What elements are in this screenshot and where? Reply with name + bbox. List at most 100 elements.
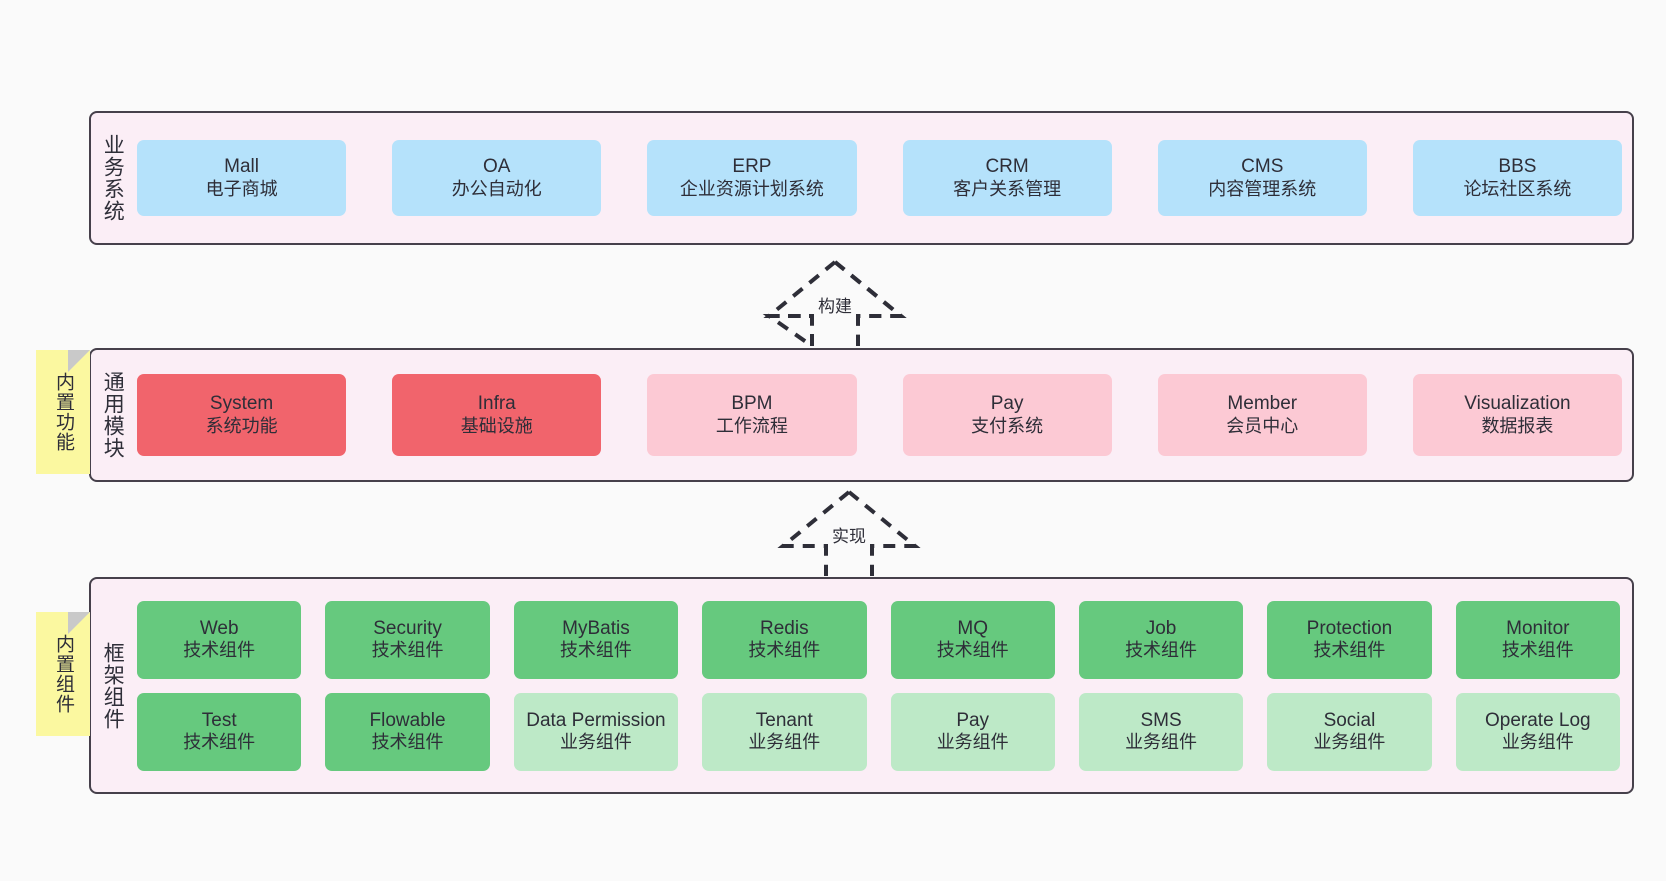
node-bpm-en: BPM — [731, 393, 773, 415]
node-data-permission-cn: 业务组件 — [559, 732, 632, 753]
layer-business-systems: 业务系统 Mall 电子商城 OA 办公自动化 ERP 企业资源计划系统 CRM… — [89, 111, 1634, 245]
node-security-en: Security — [373, 617, 442, 639]
node-bbs[interactable]: BBS 论坛社区系统 — [1412, 140, 1623, 216]
dashed-hollow-arrow-up-icon — [777, 490, 921, 576]
node-bpm[interactable]: BPM 工作流程 — [647, 374, 857, 456]
node-web-cn: 技术组件 — [183, 640, 256, 661]
node-member-en: Member — [1227, 393, 1298, 415]
node-social-en: Social — [1323, 709, 1376, 731]
node-protection-en: Protection — [1306, 617, 1393, 639]
node-web-en: Web — [199, 617, 239, 639]
node-system-en: System — [209, 393, 274, 415]
node-tenant[interactable]: Tenant 业务组件 — [702, 692, 867, 771]
node-security-cn: 技术组件 — [371, 640, 444, 661]
node-security[interactable]: Security 技术组件 — [325, 600, 490, 679]
node-data-permission[interactable]: Data Permission 业务组件 — [513, 692, 679, 771]
layer-common-modules: 通用模块 System 系统功能 Infra 基础设施 BPM 工作流程 Pay… — [89, 348, 1634, 482]
node-erp-en: ERP — [732, 156, 772, 178]
layer-title-common: 通用模块 — [101, 371, 125, 459]
layer-title-business: 业务系统 — [101, 134, 125, 222]
node-pay-component[interactable]: Pay 业务组件 — [890, 692, 1055, 771]
node-operate-log[interactable]: Operate Log 业务组件 — [1455, 692, 1620, 771]
node-tenant-cn: 业务组件 — [748, 732, 821, 753]
node-monitor-cn: 技术组件 — [1501, 640, 1574, 661]
node-crm-cn: 客户关系管理 — [953, 178, 1062, 199]
node-pay-component-cn: 业务组件 — [936, 732, 1009, 753]
node-mq[interactable]: MQ 技术组件 — [890, 600, 1055, 679]
node-mq-en: MQ — [957, 617, 988, 639]
node-monitor-en: Monitor — [1506, 617, 1570, 639]
node-bpm-cn: 工作流程 — [715, 415, 788, 436]
node-protection[interactable]: Protection 技术组件 — [1267, 600, 1432, 679]
node-mall-en: Mall — [224, 156, 259, 178]
node-member[interactable]: Member 会员中心 — [1157, 374, 1367, 456]
node-mall[interactable]: Mall 电子商城 — [137, 140, 347, 216]
node-redis[interactable]: Redis 技术组件 — [702, 600, 867, 679]
node-cms[interactable]: CMS 内容管理系统 — [1157, 140, 1367, 216]
node-sms-cn: 业务组件 — [1125, 732, 1198, 753]
node-social-cn: 业务组件 — [1313, 732, 1386, 753]
layer-title-framework: 框架组件 — [101, 641, 125, 730]
node-test[interactable]: Test 技术组件 — [137, 692, 302, 771]
node-job[interactable]: Job 技术组件 — [1078, 600, 1244, 679]
connector-build: 构建 — [750, 258, 920, 348]
node-visualization[interactable]: Visualization 数据报表 — [1412, 374, 1623, 456]
node-cms-cn: 内容管理系统 — [1208, 178, 1317, 199]
node-erp[interactable]: ERP 企业资源计划系统 — [647, 140, 857, 216]
sticky-note-builtin-features-label: 内置功能 — [53, 372, 75, 452]
node-flowable-cn: 技术组件 — [371, 732, 444, 753]
node-mybatis-cn: 技术组件 — [559, 640, 632, 661]
node-pay-component-en: Pay — [956, 709, 990, 731]
node-flowable[interactable]: Flowable 技术组件 — [325, 692, 490, 771]
layer-framework-components: 框架组件 Web 技术组件 Security 技术组件 MyBatis 技术组件… — [89, 577, 1634, 794]
framework-row-business: Test 技术组件 Flowable 技术组件 Data Permission … — [137, 692, 1620, 771]
node-visualization-en: Visualization — [1464, 393, 1571, 415]
node-erp-cn: 企业资源计划系统 — [679, 178, 824, 199]
node-operate-log-cn: 业务组件 — [1501, 732, 1574, 753]
node-infra-cn: 基础设施 — [460, 415, 533, 436]
node-bbs-en: BBS — [1498, 156, 1537, 178]
node-web[interactable]: Web 技术组件 — [137, 600, 302, 679]
node-data-permission-en: Data Permission — [526, 709, 666, 731]
node-mybatis[interactable]: MyBatis 技术组件 — [513, 600, 679, 679]
node-member-cn: 会员中心 — [1226, 415, 1299, 436]
node-oa-cn: 办公自动化 — [451, 178, 542, 199]
node-protection-cn: 技术组件 — [1313, 640, 1386, 661]
node-crm-en: CRM — [985, 156, 1029, 178]
sticky-note-builtin-components: 内置组件 — [36, 612, 90, 736]
node-social[interactable]: Social 业务组件 — [1267, 692, 1432, 771]
node-monitor[interactable]: Monitor 技术组件 — [1455, 600, 1620, 679]
layer-body-framework: Web 技术组件 Security 技术组件 MyBatis 技术组件 Redi… — [133, 579, 1632, 792]
sticky-note-builtin-components-label: 内置组件 — [53, 634, 75, 714]
sticky-note-builtin-features: 内置功能 — [36, 350, 90, 474]
node-bbs-cn: 论坛社区系统 — [1463, 178, 1572, 199]
node-oa[interactable]: OA 办公自动化 — [392, 140, 602, 216]
node-visualization-cn: 数据报表 — [1481, 415, 1554, 436]
node-redis-en: Redis — [760, 617, 809, 639]
connector-realize: 实现 — [764, 488, 934, 578]
node-job-en: Job — [1145, 617, 1177, 639]
layer-body-common: System 系统功能 Infra 基础设施 BPM 工作流程 Pay 支付系统… — [133, 350, 1632, 480]
connector-realize-label: 实现 — [829, 522, 869, 547]
node-mq-cn: 技术组件 — [936, 640, 1009, 661]
connector-build-label: 构建 — [815, 292, 855, 317]
node-infra-en: Infra — [477, 393, 516, 415]
node-crm[interactable]: CRM 客户关系管理 — [902, 140, 1112, 216]
node-cms-en: CMS — [1241, 156, 1284, 178]
node-mybatis-en: MyBatis — [562, 617, 630, 639]
node-pay-module-cn: 支付系统 — [971, 415, 1044, 436]
layer-body-business: Mall 电子商城 OA 办公自动化 ERP 企业资源计划系统 CRM 客户关系… — [133, 113, 1632, 243]
dashed-hollow-arrow-up-icon — [762, 260, 907, 348]
node-job-cn: 技术组件 — [1125, 640, 1198, 661]
node-tenant-en: Tenant — [755, 709, 813, 731]
node-sms-en: SMS — [1140, 709, 1182, 731]
node-infra[interactable]: Infra 基础设施 — [392, 374, 602, 456]
node-system[interactable]: System 系统功能 — [137, 374, 347, 456]
node-mall-cn: 电子商城 — [205, 178, 278, 199]
node-sms[interactable]: SMS 业务组件 — [1078, 692, 1244, 771]
node-flowable-en: Flowable — [369, 709, 446, 731]
node-test-cn: 技术组件 — [183, 732, 256, 753]
node-redis-cn: 技术组件 — [748, 640, 821, 661]
node-pay-module[interactable]: Pay 支付系统 — [902, 374, 1112, 456]
